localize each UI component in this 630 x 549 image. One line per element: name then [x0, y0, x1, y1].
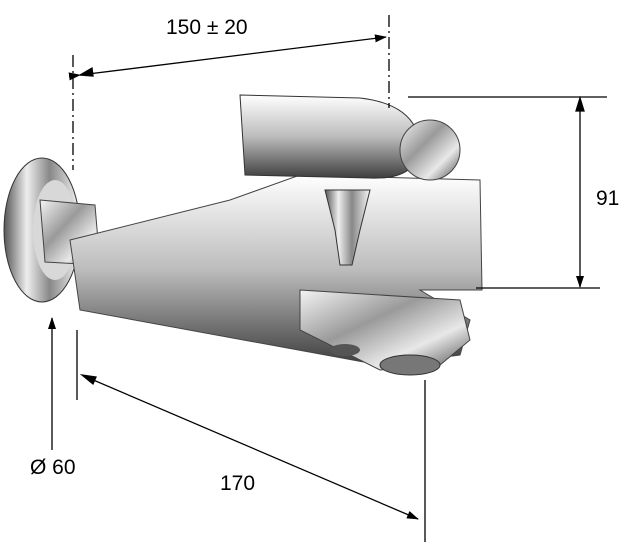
spout-outlet [379, 354, 441, 376]
spout [299, 289, 471, 371]
projection-dimension-label: 170 [220, 472, 256, 495]
cartridge-cap [399, 119, 461, 181]
height-arrow-top-head [575, 95, 585, 112]
spread-arrow-start-head [77, 66, 94, 77]
diverter-knob [324, 189, 371, 266]
spread-arrow [68, 34, 387, 81]
projection-arrow [83, 375, 419, 520]
dimension-lines [48, 15, 607, 542]
faucet-illustration [3, 94, 483, 376]
diameter-dimension-label: Ø 60 [30, 456, 76, 479]
height-dimension-label: 91 [596, 187, 620, 210]
lever-handle [239, 94, 421, 179]
projection-arrow-start-head [79, 374, 97, 386]
spread-dimension-label: 150 ± 20 [166, 16, 248, 39]
diverter-base [330, 344, 360, 356]
